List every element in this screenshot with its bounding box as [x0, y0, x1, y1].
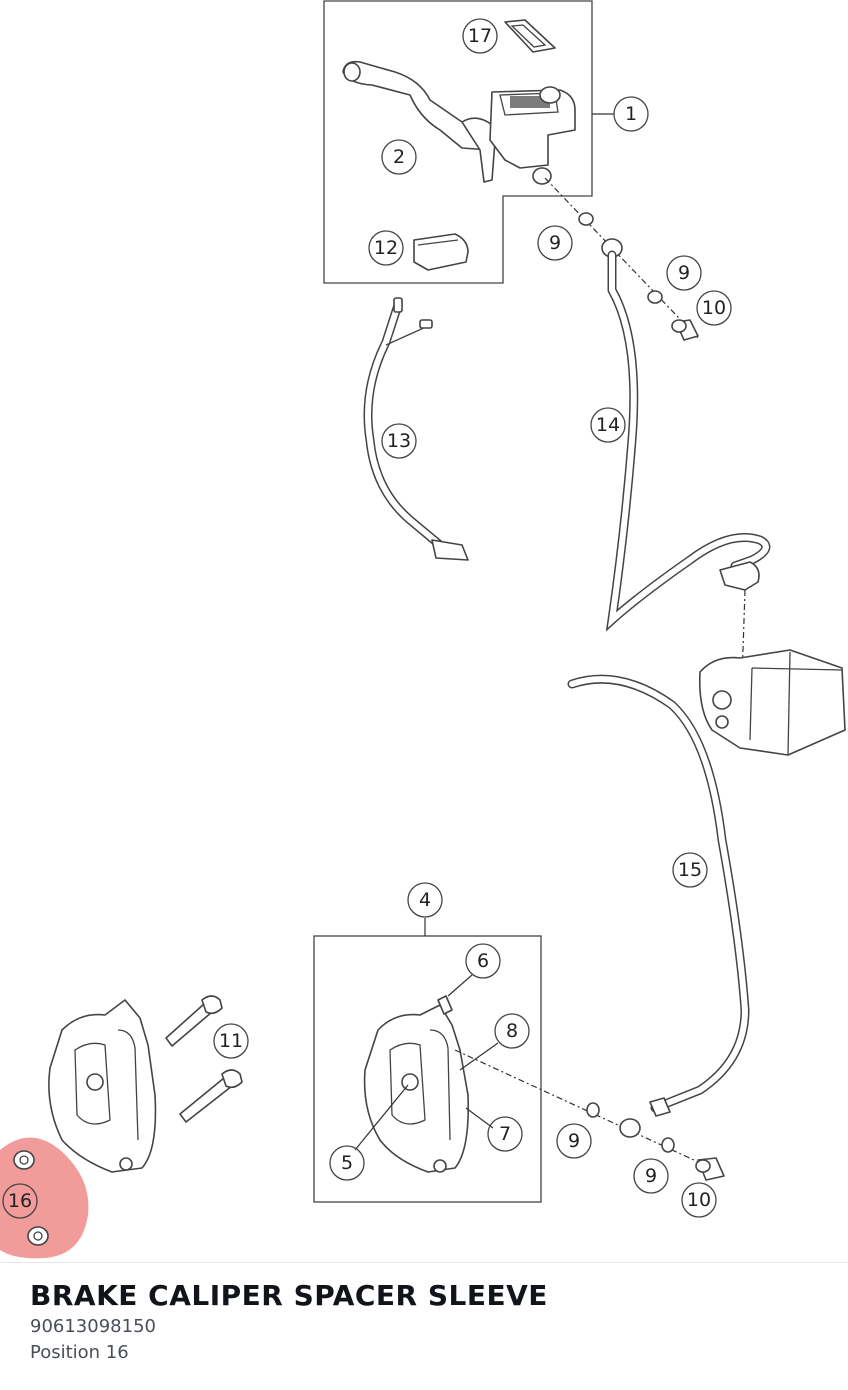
svg-text:7: 7: [499, 1123, 511, 1145]
sensor-cable[interactable]: [363, 297, 469, 561]
brake-caliper-left[interactable]: [48, 999, 157, 1173]
callout-17[interactable]: 17: [462, 18, 498, 54]
brake-line-upper[interactable]: [605, 250, 771, 632]
svg-text:13: 13: [387, 430, 411, 452]
sealing-washer-bottom-1[interactable]: [586, 1102, 600, 1118]
svg-text:1: 1: [625, 103, 637, 125]
svg-text:9: 9: [645, 1165, 657, 1187]
callout-10-b[interactable]: 10: [681, 1182, 717, 1218]
callout-9-b[interactable]: 9: [666, 255, 702, 291]
part-info-panel: BRAKE CALIPER SPACER SLEEVE 90613098150 …: [30, 1278, 548, 1366]
callout-14[interactable]: 14: [590, 407, 626, 443]
svg-text:5: 5: [341, 1152, 353, 1174]
brake-caliper-group-frame: [313, 935, 542, 1203]
brake-line-lower[interactable]: [567, 674, 750, 1117]
svg-text:9: 9: [568, 1130, 580, 1152]
brake-light-switch[interactable]: [413, 233, 469, 271]
part-position: Position 16: [30, 1342, 129, 1363]
callout-8[interactable]: 8: [494, 1013, 530, 1049]
caliper-mounting-bolt-2[interactable]: [179, 1069, 243, 1123]
svg-text:9: 9: [678, 262, 690, 284]
sealing-washer-bottom-2[interactable]: [661, 1137, 675, 1153]
svg-text:11: 11: [219, 1030, 243, 1052]
brake-caliper[interactable]: [363, 995, 470, 1173]
callout-9-c[interactable]: 9: [556, 1123, 592, 1159]
brake-caliper-spacer-sleeve[interactable]: [13, 1150, 49, 1246]
abs-control-unit[interactable]: [698, 589, 846, 756]
callout-9-d[interactable]: 9: [633, 1158, 669, 1194]
callout-12[interactable]: 12: [368, 230, 404, 266]
svg-text:10: 10: [702, 297, 726, 319]
callout-9-a[interactable]: 9: [537, 225, 573, 261]
banjo-fitting-bottom[interactable]: [619, 1118, 641, 1138]
part-number: 90613098150: [30, 1316, 156, 1337]
callout-4[interactable]: 4: [407, 882, 443, 918]
sealing-washer-top-2[interactable]: [647, 290, 663, 304]
svg-text:17: 17: [468, 25, 492, 47]
caliper-mounting-bolt-1[interactable]: [165, 995, 223, 1047]
callout-10-a[interactable]: 10: [696, 290, 732, 326]
exploded-parts-diagram: 1 2 4 5 6 7 8 9 9 9 9 9 10 10 11 12 13 1…: [0, 0, 846, 1259]
callout-16[interactable]: 16: [2, 1183, 38, 1219]
svg-text:2: 2: [393, 146, 405, 168]
sealing-washer-top-1[interactable]: [578, 212, 594, 226]
svg-text:6: 6: [477, 950, 489, 972]
info-divider: [0, 1262, 848, 1263]
master-cylinder-group-frame: [323, 0, 593, 284]
part-title: BRAKE CALIPER SPACER SLEEVE: [30, 1279, 548, 1312]
svg-text:14: 14: [596, 414, 620, 436]
callout-11[interactable]: 11: [213, 1023, 249, 1059]
callout-7[interactable]: 7: [487, 1116, 523, 1152]
callout-5[interactable]: 5: [329, 1145, 365, 1181]
brake-lever[interactable]: [342, 60, 497, 183]
svg-text:9: 9: [549, 232, 561, 254]
svg-text:4: 4: [419, 889, 431, 911]
banjo-bolt-bottom[interactable]: [695, 1157, 725, 1181]
master-cylinder[interactable]: [489, 86, 576, 185]
callout-13[interactable]: 13: [381, 423, 417, 459]
svg-text:10: 10: [687, 1189, 711, 1211]
svg-text:8: 8: [506, 1020, 518, 1042]
svg-text:12: 12: [374, 237, 398, 259]
callout-2[interactable]: 2: [381, 139, 417, 175]
svg-text:16: 16: [8, 1190, 32, 1212]
callout-1[interactable]: 1: [613, 96, 649, 132]
banjo-bolt-top[interactable]: [671, 319, 699, 341]
svg-text:15: 15: [678, 859, 702, 881]
callout-6[interactable]: 6: [465, 943, 501, 979]
callout-15[interactable]: 15: [672, 852, 708, 888]
reservoir-gasket[interactable]: [504, 19, 556, 53]
